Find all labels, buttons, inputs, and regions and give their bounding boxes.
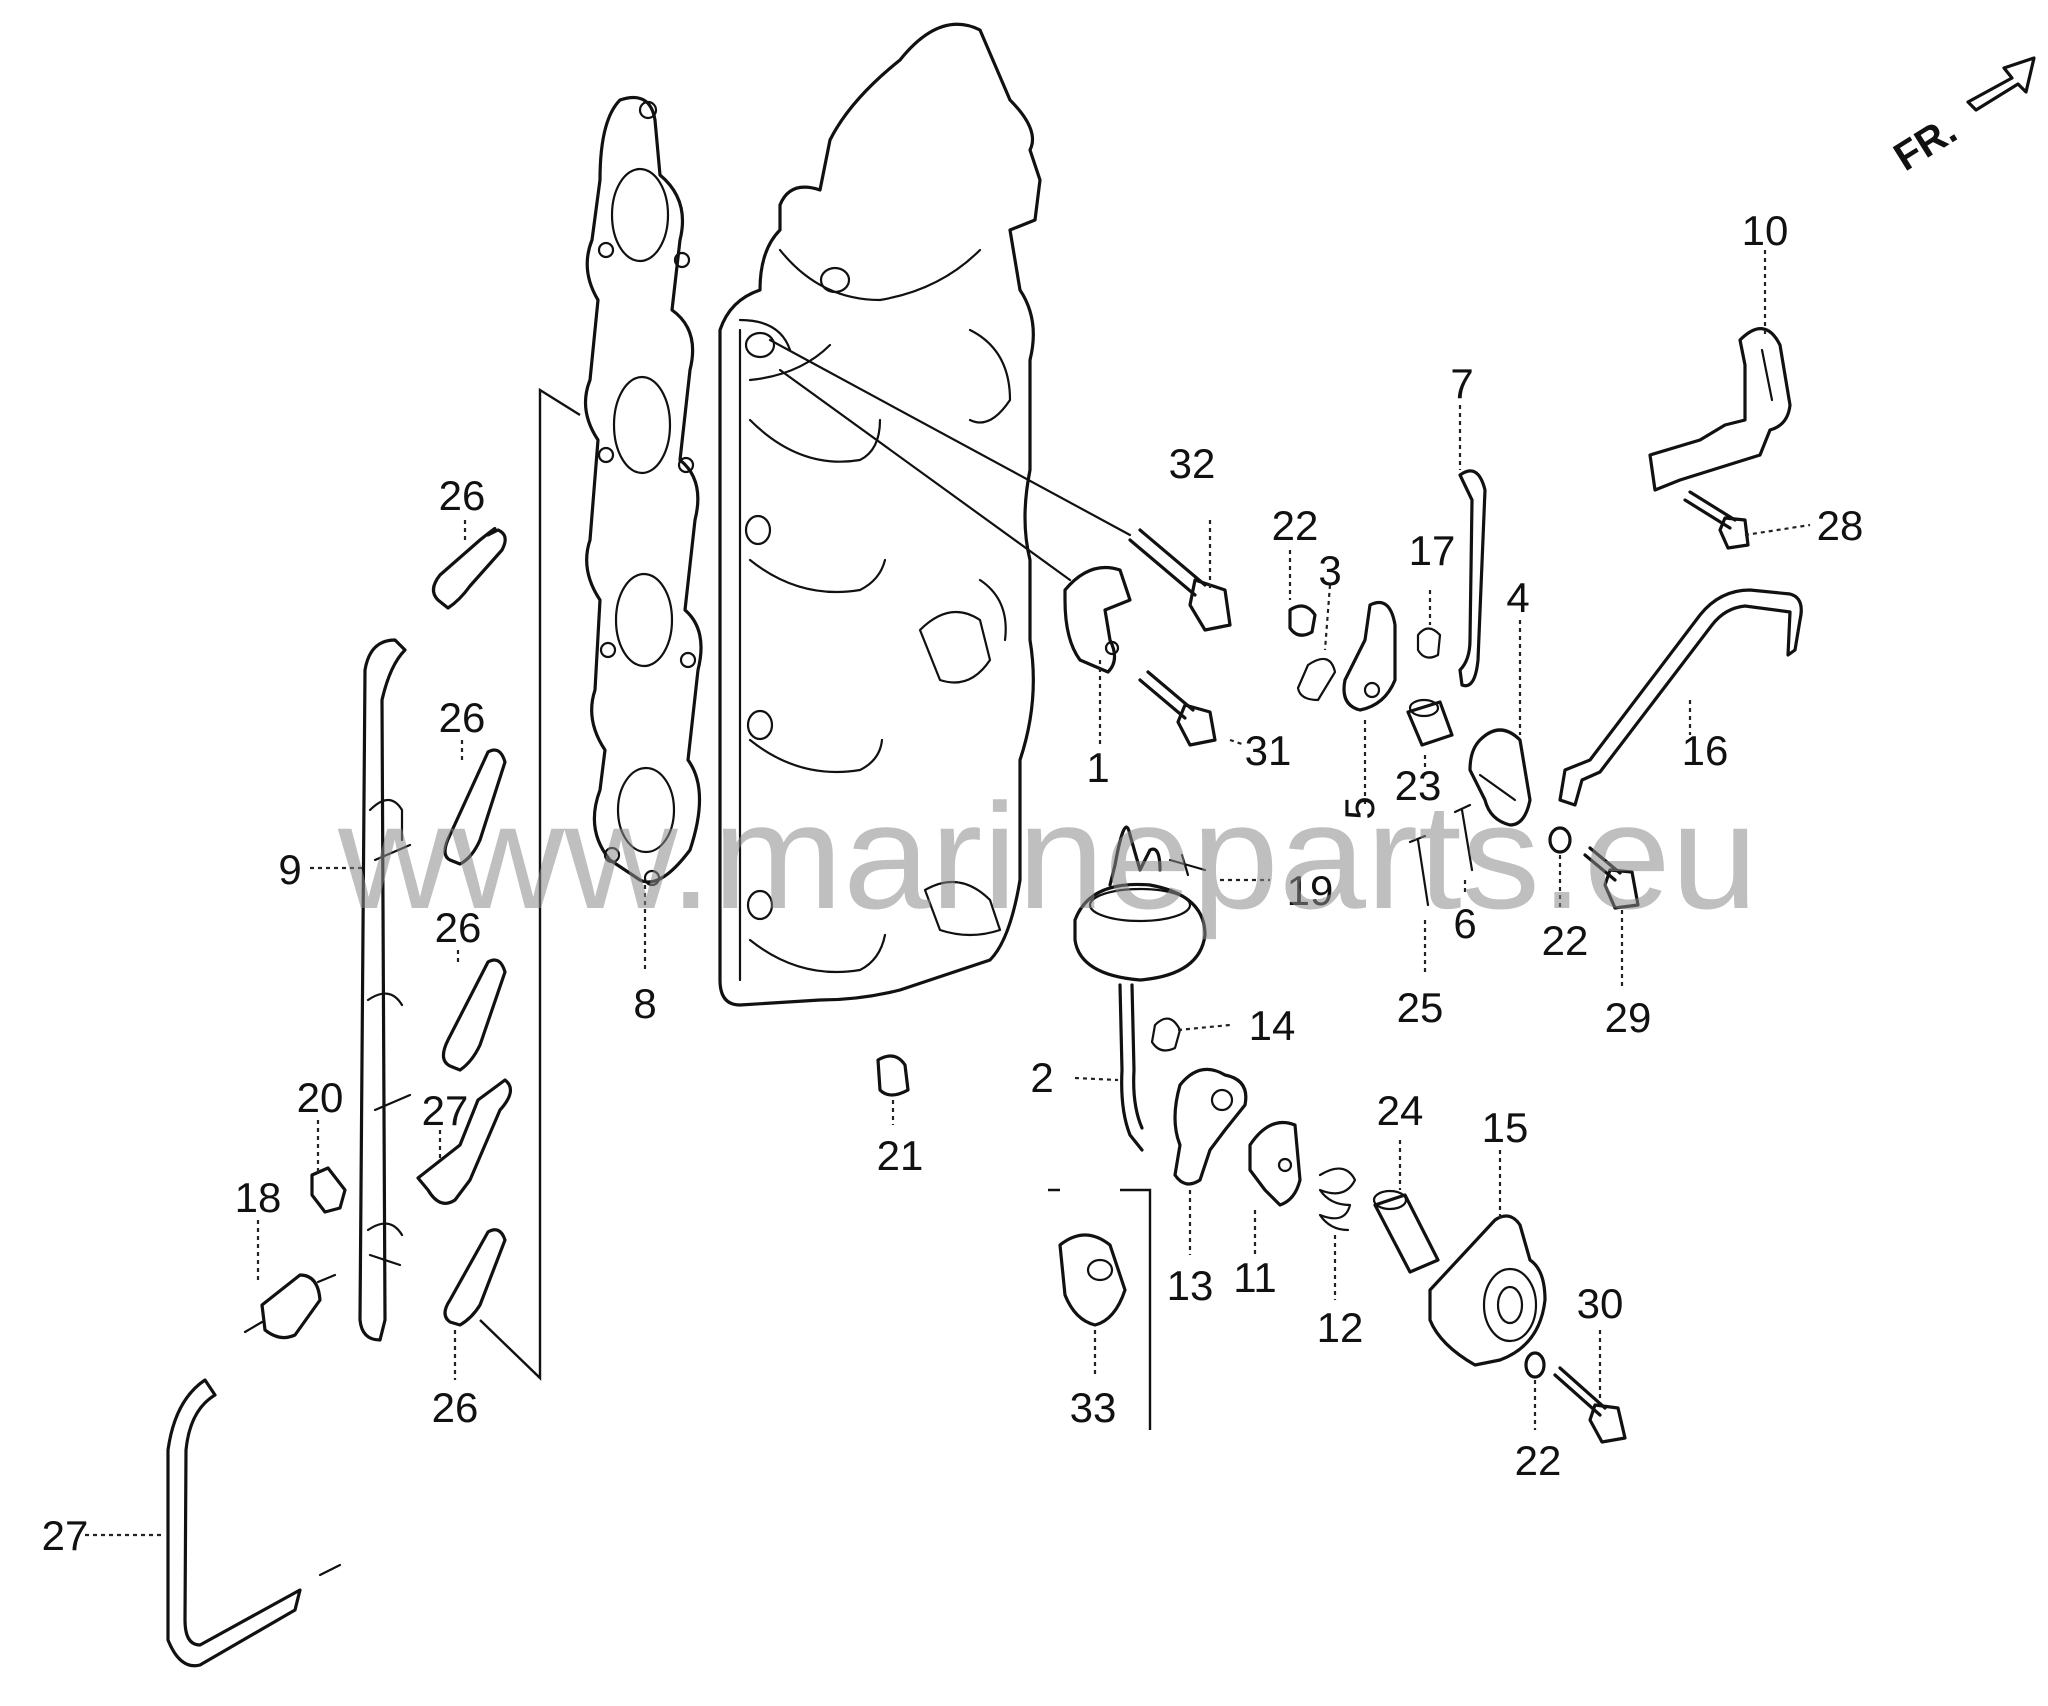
lever-13 (1173, 1067, 1248, 1186)
callout-3: 3 (1318, 547, 1341, 594)
callout-7: 7 (1450, 360, 1473, 407)
callout-2: 2 (1030, 1054, 1053, 1101)
callout-8: 8 (633, 980, 656, 1027)
clamp-1 (1063, 565, 1132, 674)
hose-27-long (166, 1378, 342, 1668)
callout-22c: 22 (1515, 1437, 1562, 1484)
callout-29: 29 (1605, 994, 1652, 1041)
callout-18: 18 (235, 1174, 282, 1221)
callout-26a: 26 (439, 472, 486, 519)
part-33 (1048, 1188, 1152, 1430)
callout-23: 23 (1395, 762, 1442, 809)
bolt-31 (1138, 670, 1217, 747)
bolt-29 (1583, 846, 1640, 910)
callout-15: 15 (1482, 1104, 1529, 1151)
manifold-gasket (583, 95, 703, 887)
bracket-10 (1648, 327, 1792, 492)
lever-5 (1342, 600, 1397, 712)
bolt-30 (1553, 1366, 1627, 1444)
callout-20: 20 (297, 1074, 344, 1121)
clip-20 (310, 1166, 347, 1214)
link-rod-16 (1558, 588, 1803, 807)
callout-30: 30 (1577, 1280, 1624, 1327)
hose-26-c (441, 958, 507, 1072)
callout-5: 5 (1336, 796, 1383, 819)
callout-22a: 22 (1272, 502, 1319, 549)
nut-17 (1416, 627, 1442, 659)
front-direction-arrow: FR. (1886, 56, 2036, 180)
callouts: 1 2 3 4 5 6 7 8 9 10 11 12 13 14 15 16 1… (42, 207, 1864, 1559)
direction-label: FR. (1886, 108, 1964, 179)
callout-9: 9 (278, 846, 301, 893)
callout-24: 24 (1377, 1087, 1424, 1134)
callout-1: 1 (1086, 744, 1109, 791)
hose-27-small (416, 1078, 512, 1205)
fuel-filter (243, 1273, 337, 1340)
callout-27b: 27 (42, 1512, 89, 1559)
vacuum-diaphragm (1073, 825, 1207, 1152)
intake-manifold (718, 22, 1042, 1007)
spring-12 (1318, 1167, 1357, 1232)
hose-26-d (443, 1228, 507, 1327)
collar-23 (1406, 698, 1454, 747)
bracket-4 (1468, 728, 1532, 827)
callout-28: 28 (1817, 502, 1864, 549)
hose-26-a (431, 527, 507, 610)
callout-31: 31 (1245, 727, 1292, 774)
screw-6 (1453, 803, 1474, 872)
washer-22-mid (1548, 826, 1572, 854)
callout-10: 10 (1742, 207, 1789, 254)
callout-27a: 27 (422, 1087, 469, 1134)
callout-6: 6 (1453, 900, 1476, 947)
vacuum-tube-assembly (358, 638, 412, 1342)
callout-12: 12 (1317, 1304, 1364, 1351)
callout-17: 17 (1409, 527, 1456, 574)
collar-24 (1372, 1189, 1440, 1274)
callout-4: 4 (1506, 574, 1529, 621)
callout-26b: 26 (439, 694, 486, 741)
callout-26c: 26 (435, 904, 482, 951)
screw-25 (1408, 834, 1430, 907)
nut-22-top (1288, 604, 1317, 637)
bolt-28 (1683, 490, 1750, 550)
washer-22-low (1524, 1351, 1546, 1379)
callout-21: 21 (877, 1132, 924, 1179)
callout-32: 32 (1169, 440, 1216, 487)
clip-3 (1296, 657, 1337, 702)
callout-26d: 26 (432, 1384, 479, 1431)
watermark: www.marineparts.eu (337, 772, 1758, 940)
nut-21 (876, 1054, 910, 1097)
callout-14: 14 (1249, 1002, 1296, 1049)
callout-11: 11 (1233, 1254, 1277, 1301)
hose-26-b (443, 748, 507, 866)
nut-14 (1150, 1017, 1182, 1052)
callout-25: 25 (1397, 984, 1444, 1031)
bolt-32 (1128, 528, 1232, 632)
callout-16: 16 (1682, 727, 1729, 774)
leader-lines (85, 250, 1811, 1537)
callout-19: 19 (1287, 867, 1334, 914)
leader-lines-manifold (768, 338, 1132, 582)
cover-15 (1428, 1214, 1547, 1367)
hose-bracket (479, 387, 581, 1381)
plate-11 (1248, 1120, 1302, 1207)
callout-33: 33 (1070, 1384, 1117, 1431)
rod-7 (1458, 469, 1487, 688)
callout-22b: 22 (1542, 917, 1589, 964)
callout-13: 13 (1167, 1262, 1214, 1309)
